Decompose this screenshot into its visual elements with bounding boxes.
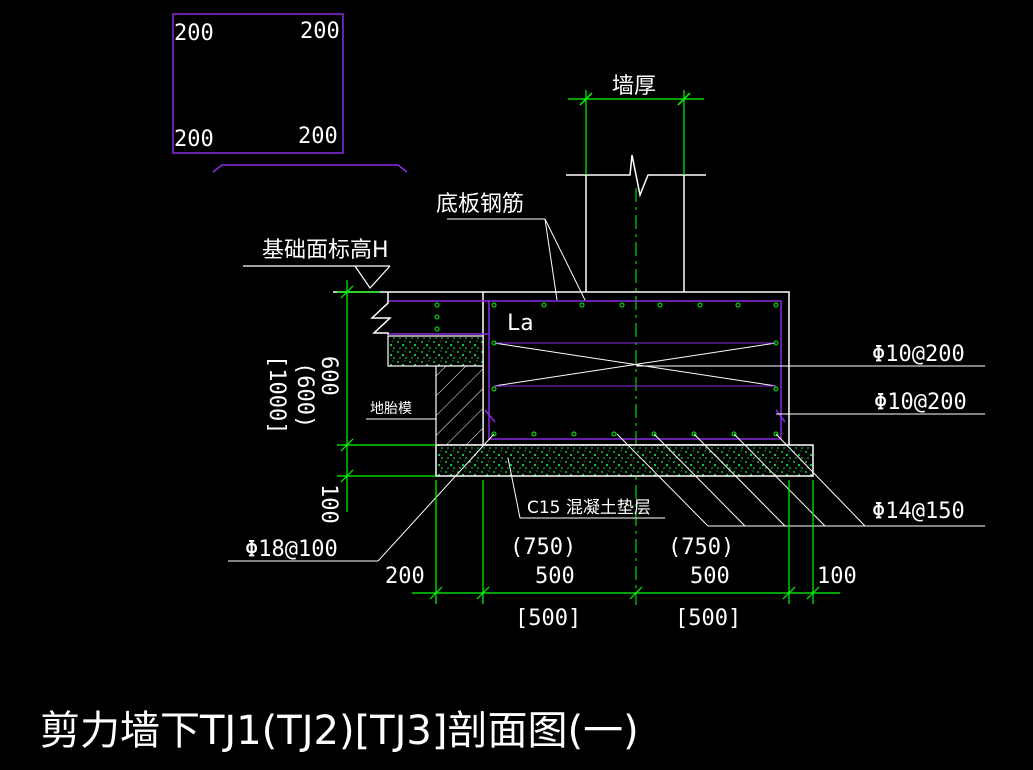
rebar-label-top-1: Φ10@200: [872, 342, 965, 367]
inset-label-tr: 200: [300, 19, 340, 44]
dim-cushion: 100: [316, 484, 341, 524]
wall: [566, 154, 706, 292]
ground-form: 地胎模: [366, 365, 484, 446]
dim-half-right-paren: (750): [668, 535, 734, 560]
right-leaders: [616, 365, 985, 527]
dim-half-left-paren: (750): [510, 535, 576, 560]
horizontal-dims: [412, 480, 840, 604]
rebar-label-top-2: Φ10@200: [874, 390, 967, 415]
rebar-label-bottom: Φ14@150: [872, 499, 965, 524]
dim-half-left-bracket: [500]: [515, 606, 581, 631]
dim-right-offset: 100: [817, 564, 857, 589]
dim-height-3: 600: [316, 356, 341, 396]
rebar-cage: [488, 300, 782, 440]
dim-height-2: (600): [292, 362, 317, 428]
inset-detail: 200 200 200 200: [172, 13, 408, 173]
dim-height-1: [1000]: [264, 355, 289, 434]
c15-leader: C15 混凝土垫层: [507, 457, 665, 519]
rebar-label-left: Φ18@100: [245, 537, 338, 562]
vertical-dim-labels: [1000] (600) 600 100: [264, 355, 341, 524]
elevation-marker: 基础面标高H: [243, 238, 391, 289]
la-label: La: [507, 311, 534, 336]
dim-half-right-bracket: [500]: [675, 606, 741, 631]
bottom-plate-rebar-label: 底板钢筋: [436, 192, 524, 217]
dim-half-left: 500: [535, 564, 575, 589]
wall-thickness-label: 墙厚: [612, 74, 656, 99]
wall-thickness-dim: 墙厚: [568, 74, 704, 175]
inset-label-bl: 200: [174, 127, 214, 152]
dim-left-offset: 200: [385, 564, 425, 589]
inset-label-tl: 200: [174, 21, 214, 46]
bottom-plate-leader: 底板钢筋: [436, 192, 586, 301]
ground-form-label: 地胎模: [370, 401, 412, 417]
c15-label: C15 混凝土垫层: [527, 498, 651, 518]
inset-label-br: 200: [298, 124, 338, 149]
slab: [333, 291, 489, 367]
drawing-title: 剪力墙下TJ1(TJ2)[TJ3]剖面图(一): [40, 708, 639, 754]
inset-frame: [172, 13, 344, 154]
c15-cushion: [435, 444, 814, 477]
vertical-dims: [337, 280, 436, 512]
inset-bar: [212, 164, 408, 173]
foundation-top-elev-label: 基础面标高H: [262, 238, 389, 263]
dim-half-right: 500: [690, 564, 730, 589]
footing: La: [482, 291, 790, 446]
